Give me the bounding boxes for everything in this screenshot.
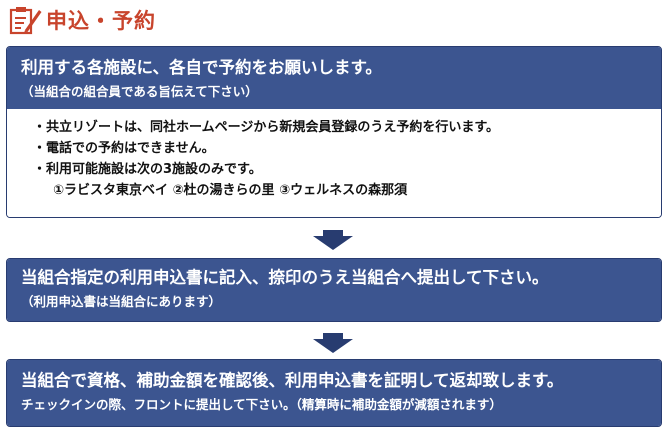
step-card-body: ・共立リゾートは、同社ホームページから新規会員登録のうえ予約を行います。 ・電話…	[7, 109, 661, 217]
list-item: ・利用可能施設は次の3施設のみです。	[33, 162, 262, 177]
step-note: （利用申込書は当組合にあります）	[21, 294, 222, 309]
clipboard-pencil-icon	[9, 7, 42, 35]
section-heading: 申込・予約	[8, 4, 156, 36]
step-card-reservation: 利用する各施設に、各自で予約をお願いします。 （当組合の組合員である旨伝えて下さ…	[6, 46, 662, 218]
arrow-down-icon	[313, 230, 353, 250]
step-title: 当組合で資格、補助金額を確認後、利用申込書を証明して返却致します。	[21, 371, 564, 390]
list-item: ・電話での予約はできません。	[33, 141, 215, 156]
step-note: （当組合の組合員である旨伝えて下さい）	[21, 84, 258, 99]
arrow-down-icon	[313, 333, 353, 353]
step-title: 利用する各施設に、各自で予約をお願いします。	[21, 58, 382, 77]
step-card-header: 当組合指定の利用申込書に記入、捺印のうえ当組合へ提出して下さい。 （利用申込書は…	[7, 259, 661, 321]
step-title: 当組合指定の利用申込書に記入、捺印のうえ当組合へ提出して下さい。	[21, 268, 549, 287]
step-note: チェックインの際、フロントに提出して下さい。（精算時に補助金額が減額されます）	[21, 397, 502, 412]
step-card-application: 当組合指定の利用申込書に記入、捺印のうえ当組合へ提出して下さい。 （利用申込書は…	[6, 258, 662, 322]
step-card-header: 利用する各施設に、各自で予約をお願いします。 （当組合の組合員である旨伝えて下さ…	[7, 47, 661, 109]
facility-list: ①ラビスタ東京ベイ ②杜の湯きらの里 ③ウェルネスの森那須	[53, 183, 408, 198]
list-item: ・共立リゾートは、同社ホームページから新規会員登録のうえ予約を行います。	[33, 120, 500, 135]
step-card-header: 当組合で資格、補助金額を確認後、利用申込書を証明して返却致します。 チェックイン…	[7, 360, 661, 426]
step-card-certification: 当組合で資格、補助金額を確認後、利用申込書を証明して返却致します。 チェックイン…	[6, 359, 662, 427]
page-title: 申込・予約	[46, 9, 156, 33]
